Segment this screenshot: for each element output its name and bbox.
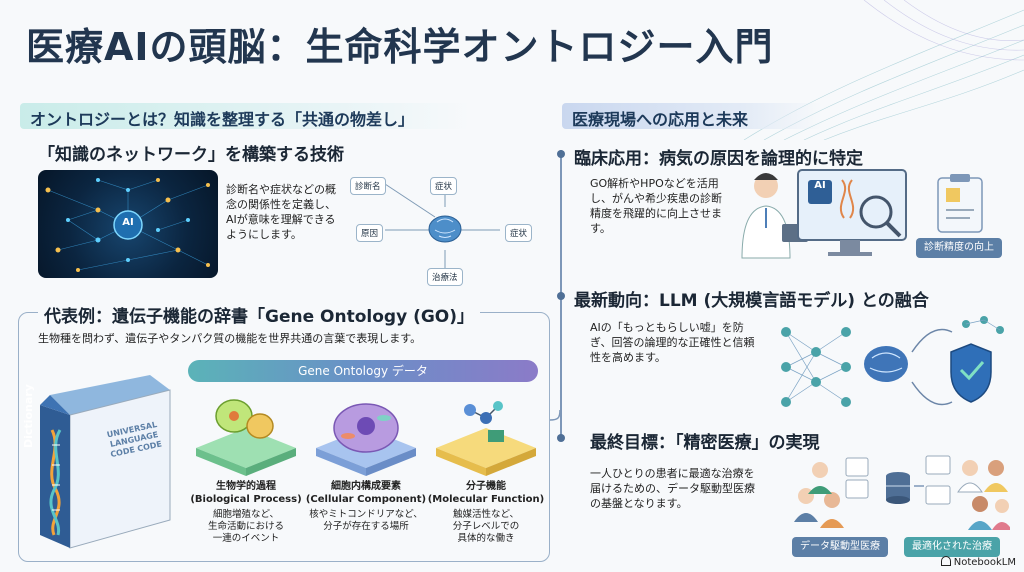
go-card-cellular-component: 細胞内構成要素 (Cellular Component) 核やミトコンドリアなど… [305,481,427,532]
precision-medicine-description: 一人ひとりの患者に最適な治療を届けるための、データ駆動型医療の基盤となります。 [590,467,755,510]
notebooklm-icon [940,556,951,566]
network-heading: 「知識のネットワーク」を構築する技術 [38,145,344,165]
concept-diagram-lines [384,183,500,270]
section-banner-ontology: オントロジーとは？知識を整理する「共通の物差し」 [20,103,470,129]
ai-core-label: AI [122,217,134,228]
clinical-description: GO解析やHPOなどを活用し、がんや希少疾患の診断精度を飛躍的に向上させます。 [590,177,722,235]
precision-medicine-heading: 最終目標：「精密医療」の実現 [590,433,820,453]
timeline-connector [549,409,561,421]
concept-diagnosis: 診断名 [350,177,386,195]
llm-description: AIの「もっともらしい嘘」を防ぎ、回答の論理的な正確性と信頼性を高めます。 [590,321,755,364]
dictionary-book-image [40,375,171,549]
tag-optimized-treatment: 最適化された治療 [904,537,1000,557]
go-card-biological-process: 生物学的過程 (Biological Process) 細胞増殖など、 生命活動… [190,481,302,544]
go-description: 生物種を問わず、遺伝子やタンパク質の機能を世界共通の言葉で表現します。 [38,332,422,345]
go-category-tiles [196,399,536,476]
page-title: 医療AIの頭脳：生命科学オントロジー入門 [26,25,774,69]
go-card-molecular-function: 分子機能 (Molecular Function) 触媒活性など、 分子レベルで… [427,481,545,544]
neural-network-image: AI [38,170,218,278]
timeline-dot-1 [557,150,565,158]
llm-fusion-illustration [781,316,1004,407]
go-heading: 代表例：遺伝子機能の辞書「Gene Ontology (GO)」 [38,302,481,327]
llm-heading: 最新動向：LLM (大規模言語モデル) との融合 [574,291,929,311]
concept-treatment: 治療法 [427,268,463,286]
screen-ai-label: AI [814,180,826,191]
book-spine-text: Dictionary [22,384,35,448]
tag-diagnostic-accuracy: 診断精度の向上 [916,238,1002,258]
concept-cause: 原因 [356,224,384,242]
precision-medicine-illustration [794,455,1010,530]
doctor-ai-illustration [741,169,907,259]
report-clipboard-icon [937,174,983,233]
concept-symptom: 症状 [430,177,458,195]
timeline-dot-3 [557,434,565,442]
network-description: 診断名や症状などの概念の関係性を定義し、AIが意味を理解できるようにします。 [226,183,336,241]
timeline-dot-2 [557,292,565,300]
tag-data-driven-medicine: データ駆動型医療 [792,537,888,557]
section-banner-applications: 医療現場への応用と未来 [562,103,822,129]
notebooklm-logo: NotebookLM [940,556,1016,568]
go-data-banner: Gene Ontology データ [188,360,538,382]
concept-symptom-2: 症状 [505,224,533,242]
clinical-heading: 臨床応用：病気の原因を論理的に特定 [574,149,863,169]
